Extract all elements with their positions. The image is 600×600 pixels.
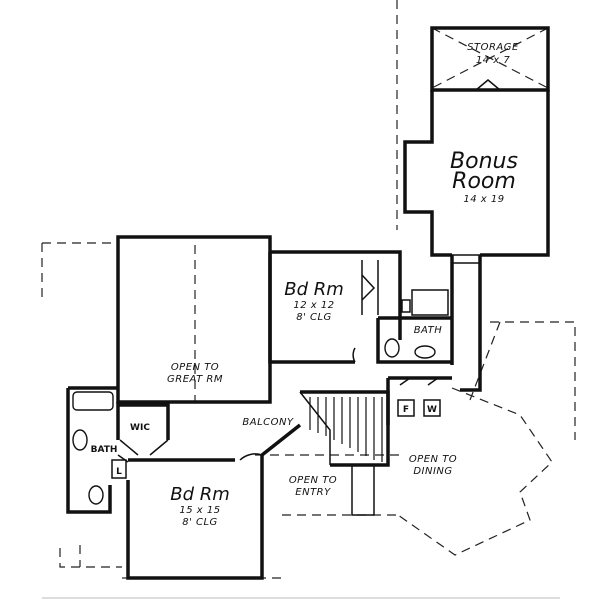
balcony-label: BALCONY — [242, 417, 294, 428]
walk-in-closet: WIC — [116, 402, 170, 456]
wic-label: WIC — [130, 423, 150, 433]
bonus-name-line1: Bonus — [450, 149, 518, 174]
open-great-room: OPEN TO GREAT RM — [116, 235, 272, 404]
open-dining-line2: DINING — [413, 466, 452, 477]
storage-dims: 14 x 7 — [476, 55, 511, 66]
open-entry-line2: ENTRY — [295, 487, 331, 498]
linen-label: L — [116, 467, 122, 477]
open-great-line2: GREAT RM — [167, 374, 223, 385]
bath-lower: BATH L — [66, 386, 129, 514]
bedroom-upper-dims: 12 x 12 — [293, 300, 334, 311]
mech-closets: F W — [386, 376, 452, 425]
bedroom-upper: Bd Rm 12 x 12 8' CLG — [268, 250, 402, 364]
bedroom-lower-ceiling: 8' CLG — [182, 517, 218, 528]
bedroom-lower-name: Bd Rm — [170, 484, 230, 505]
bonus-dims: 14 x 19 — [463, 194, 504, 205]
bath-upper: BATH — [376, 289, 452, 364]
storage-name: STORAGE — [467, 42, 519, 53]
water-heater-label: W — [427, 405, 437, 415]
open-great-line1: OPEN TO — [171, 362, 219, 373]
bonus-name-line2: Room — [452, 169, 516, 194]
bonus-corridor — [450, 254, 482, 392]
bedroom-lower-dims: 15 x 15 — [179, 505, 220, 516]
bath-upper-label: BATH — [414, 325, 443, 336]
bedroom-lower: Bd Rm 15 x 15 8' CLG — [126, 423, 302, 580]
bedroom-upper-name: Bd Rm — [284, 279, 344, 300]
furnace-label: F — [403, 405, 409, 415]
bonus-room: Bonus Room 14 x 19 — [403, 90, 550, 257]
bedroom-upper-ceiling: 8' CLG — [296, 312, 332, 323]
open-dining-line1: OPEN TO — [409, 454, 457, 465]
open-entry-line1: OPEN TO — [289, 475, 337, 486]
bath-lower-label: BATH — [91, 445, 118, 455]
storage-room: STORAGE 14 x 7 — [430, 26, 550, 92]
stairs — [299, 390, 390, 516]
